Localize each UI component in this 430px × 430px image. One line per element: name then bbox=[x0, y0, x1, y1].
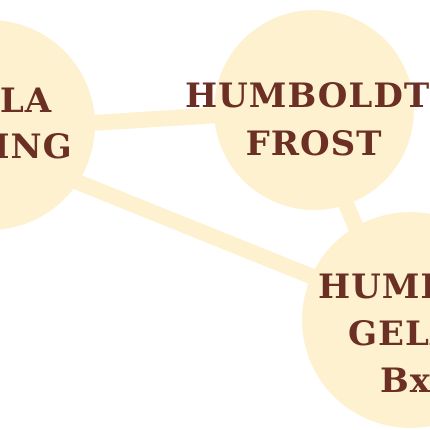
node-left-line-2: TING bbox=[0, 127, 73, 167]
node-bottom-circle bbox=[302, 212, 430, 428]
svg-text:LLA TING: LLA TING bbox=[0, 81, 73, 167]
node-left[interactable]: LLA TING bbox=[0, 20, 95, 230]
node-top-circle bbox=[214, 10, 414, 210]
node-bottom[interactable]: HUMBO GELA Bx8 bbox=[302, 212, 430, 428]
node-top-line-2: FROST bbox=[246, 124, 383, 164]
node-top[interactable]: HUMBOLDT FROST bbox=[185, 10, 430, 210]
node-bottom-line-2: GELA bbox=[348, 314, 430, 354]
node-left-line-1: LLA bbox=[0, 81, 52, 121]
svg-text:HUMBO GELA Bx8: HUMBO GELA Bx8 bbox=[318, 267, 430, 401]
node-left-circle bbox=[0, 20, 95, 230]
svg-text:HUMBOLDT FROST: HUMBOLDT FROST bbox=[185, 76, 430, 164]
node-bottom-line-1: HUMBO bbox=[318, 267, 430, 307]
node-bottom-line-3: Bx8 bbox=[380, 361, 430, 401]
node-top-line-1: HUMBOLDT bbox=[185, 76, 430, 116]
